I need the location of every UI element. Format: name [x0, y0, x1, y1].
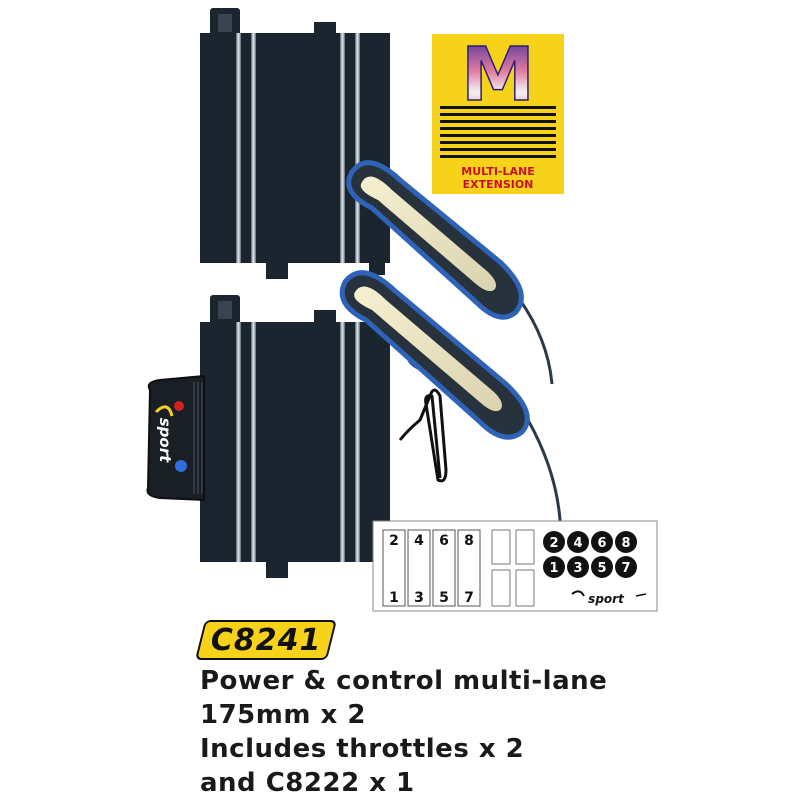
round-sticker: 7 [615, 556, 637, 578]
description-line-1: Power & control multi-lane [200, 666, 608, 696]
throttle-cable [518, 299, 554, 385]
description-line-4: and C8222 x 1 [200, 768, 415, 798]
sticker-number: 6 [597, 536, 606, 551]
power-base-body [146, 374, 205, 502]
sticker-number: 1 [549, 561, 558, 576]
track-connector-slot [218, 14, 232, 32]
track-piece-bottom [200, 295, 390, 578]
power-base: sport [146, 374, 205, 502]
square-sticker: 6 5 [432, 529, 456, 607]
track-surface [200, 322, 390, 562]
sticker-number: 1 [389, 590, 399, 606]
power-led-icon [174, 401, 184, 411]
sticker-number: 7 [464, 590, 474, 606]
sticker-number: 5 [439, 590, 449, 606]
track-connector-tab [314, 310, 336, 324]
track-rail [251, 33, 256, 263]
sticker-sheet: 2 1 4 3 6 5 8 7 2 4 [372, 520, 658, 612]
track-rail [236, 322, 241, 562]
description-line-2: 175mm x 2 [200, 700, 366, 730]
sticker-number: 2 [389, 533, 399, 549]
round-sticker: 6 [591, 531, 613, 553]
sticker-number: 6 [439, 533, 449, 549]
sticker-number: 5 [597, 561, 606, 576]
logo-caption-line1: MULTI-LANE [461, 165, 534, 178]
power-base-brand: sport [156, 418, 174, 463]
sticker-sheet-brand: sport [588, 592, 625, 606]
round-sticker: 5 [591, 556, 613, 578]
round-sticker: 2 [543, 531, 565, 553]
track-rail [340, 322, 345, 562]
logo-stripes [440, 106, 556, 158]
blank-sticker [491, 529, 511, 565]
throttle-controller-bottom [339, 270, 562, 591]
description-line-3: Includes throttles x 2 [200, 734, 525, 764]
sticker-number: 3 [414, 590, 424, 606]
logo-letter: M [461, 32, 535, 118]
track-connector-tab [266, 263, 288, 279]
round-sticker: 1 [543, 556, 565, 578]
swoosh-icon [154, 405, 174, 417]
sticker-number: 8 [464, 533, 474, 549]
throttle-grip [354, 286, 502, 412]
throttle-controller-top [346, 160, 554, 385]
star-icon [635, 593, 647, 597]
track-connector-tab [314, 22, 336, 34]
track-connector-tab [266, 562, 288, 578]
track-piece-top [200, 8, 390, 279]
throttle-grip [360, 176, 496, 292]
power-cable [398, 388, 448, 483]
blank-sticker [515, 569, 535, 607]
track-rail [251, 322, 256, 562]
blank-sticker [491, 569, 511, 607]
multi-lane-logo: M MULTI-LANE EXTENSION [432, 31, 564, 194]
product-code: C8241 [210, 622, 322, 658]
round-sticker: 4 [567, 531, 589, 553]
square-sticker: 2 1 [382, 529, 406, 607]
track-connector-slot [218, 301, 232, 319]
sticker-number: 8 [621, 536, 630, 551]
sticker-number: 4 [573, 536, 582, 551]
reset-button-icon [175, 460, 187, 472]
track-surface [200, 33, 390, 263]
track-rail [355, 33, 360, 263]
sticker-number: 4 [414, 533, 424, 549]
track-rail [355, 322, 360, 562]
track-connector-tab [369, 263, 385, 275]
product-code-badge: C8241 [195, 620, 337, 660]
blank-sticker [515, 529, 535, 565]
round-sticker: 8 [615, 531, 637, 553]
logo-caption-line2: EXTENSION [463, 178, 534, 191]
round-sticker: 3 [567, 556, 589, 578]
swoosh-icon [571, 590, 585, 597]
square-sticker: 4 3 [407, 529, 431, 607]
sticker-number: 3 [573, 561, 582, 576]
track-rail [340, 33, 345, 263]
sticker-number: 7 [621, 561, 630, 576]
track-rail [236, 33, 241, 263]
square-sticker: 8 7 [457, 529, 481, 607]
sticker-number: 2 [549, 536, 558, 551]
